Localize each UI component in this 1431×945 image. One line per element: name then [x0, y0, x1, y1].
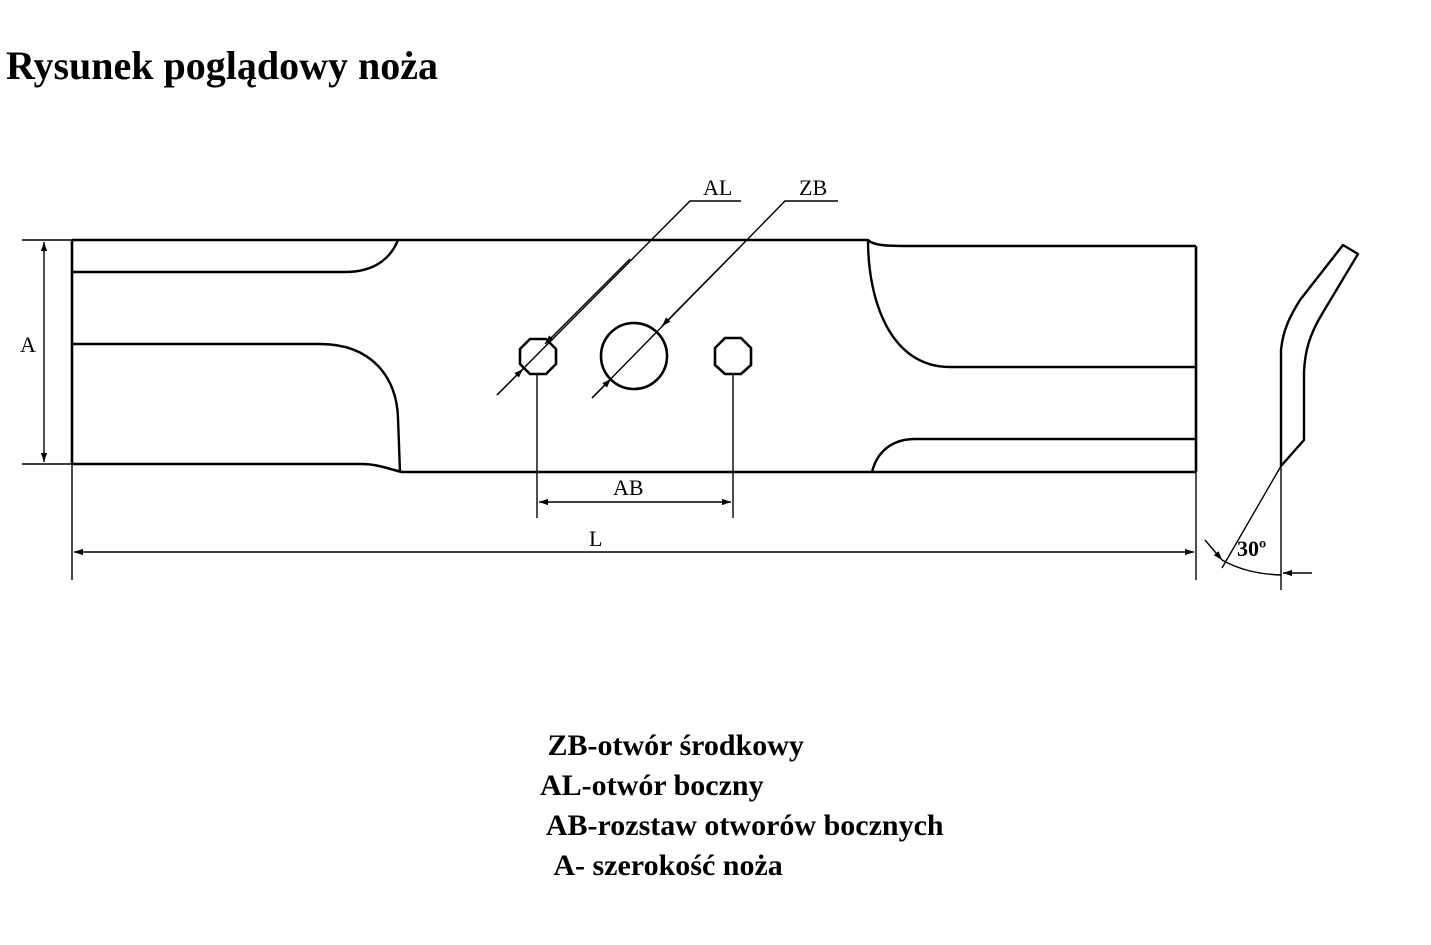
al-leader-arrow [544, 258, 631, 345]
legend-item-al: AL-otwór boczny [540, 769, 764, 802]
side-hole-left [518, 337, 558, 376]
zb-leader-arrow-lower [591, 378, 612, 399]
center-hole [599, 321, 669, 391]
label-a: A [20, 332, 36, 357]
label-l: L [589, 526, 602, 551]
left-upper-wing-line [72, 239, 400, 274]
label-zb: ZB [799, 175, 827, 200]
angle-arrow-left [1204, 539, 1223, 561]
blade-side-profile [1279, 243, 1360, 468]
leader-lines [496, 200, 838, 399]
label-ab: AB [613, 475, 644, 500]
angle-dimension [1204, 465, 1312, 590]
angle-slanted-line [1221, 465, 1282, 569]
left-lower-wing-line [72, 342, 402, 473]
legend-item-zb: ZB-otwór środkowy [540, 729, 804, 762]
blade-top-edge [72, 238, 1196, 248]
dimension-lines [22, 239, 1197, 580]
zb-leader-line [591, 200, 838, 399]
legend: ZB-otwór środkowy AL-otwór boczny AB-roz… [540, 726, 1100, 886]
blade-wing-lines [72, 239, 1196, 473]
legend-item-a: A- szerokość noża [540, 849, 783, 882]
angle-arc [1221, 559, 1282, 576]
page-title: Rysunek poglądowy noża [6, 43, 439, 88]
blade-bottom-edge [72, 462, 1196, 474]
label-al: AL [703, 175, 732, 200]
right-lower-wing-line [870, 437, 1196, 473]
al-leader-line [496, 200, 741, 396]
side-profile-outline [1279, 243, 1360, 468]
al-leader-arrow-lower [496, 368, 524, 396]
label-angle: 30º [1237, 536, 1266, 561]
right-upper-wing-line [866, 239, 1196, 369]
legend-item-ab: AB-rozstaw otworów bocznych [540, 809, 944, 842]
side-hole-right [713, 336, 753, 376]
zb-leader-arrow [661, 246, 741, 327]
blade-holes [518, 321, 753, 391]
